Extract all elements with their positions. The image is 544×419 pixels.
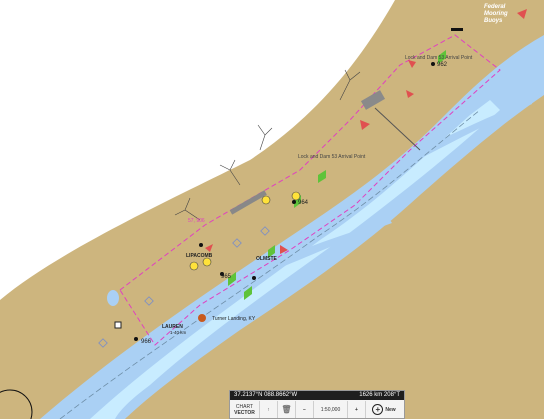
minus-icon[interactable]: − [296,401,314,418]
sand-bar [250,220,392,278]
scale-readout: 1:50,000 [314,401,348,418]
light-lipacomb-label: LIPACOMB [186,253,213,259]
restricted-area-boundary [119,34,501,346]
pink-depth-label: 57, 906 [188,218,205,224]
dam-line [374,107,421,151]
pier-structure [229,190,267,215]
light-lauren-sub-label: 1-40 km [170,330,187,335]
light-lauren-label: LAUREN [162,324,183,330]
mile-966-label: 966 [141,339,152,345]
new-button[interactable]: + New [366,401,402,418]
arrival-point-mid-label: Lock and Dam 53 Arrival Point [298,154,366,160]
buoy-markers [98,9,527,348]
side-channel [398,100,532,168]
river-water [40,35,544,419]
panel-toolbar: CHART VECTOR ↑ 🗑 − 1:50,000 + + New [230,400,404,419]
coords-readout: 37.2137°N 088.8662°W [234,392,298,398]
new-label: New [385,406,396,413]
mode-line-2: VECTOR [234,409,255,416]
up-arrow-icon[interactable]: ↑ [260,401,278,418]
mile-965-label: 965 [221,274,232,280]
turner-landing-label: Turner Landing, KY [212,316,256,322]
mode-line-1: CHART [235,403,254,410]
sailing-line [59,109,481,419]
compass-icon[interactable] [0,389,33,419]
mile-962-label: 962 [437,62,448,68]
plus-icon[interactable]: + [348,401,366,418]
light-olmste-label: OLMSTE [256,256,277,262]
creek-lines [174,69,361,221]
add-circle-icon: + [372,404,384,415]
small-lake [107,290,119,306]
lock-dam-structure [360,90,386,110]
chart-mode-button[interactable]: CHART VECTOR [230,401,260,418]
panel-status-bar: 37.2137°N 088.8662°W 1626 km 208°T [230,391,404,400]
arrival-point-top-label: Lock and Dam 53 Arrival Point [405,55,473,61]
federal-buoys-label-1: Federal [484,4,506,10]
range-readout: 1626 km 208°T [359,392,400,398]
federal-buoys-label-3: Buoys [484,18,503,24]
federal-buoys-label-2: Mooring [484,11,508,17]
trash-icon[interactable]: 🗑 [278,401,296,418]
mile-964-label: 964 [298,200,309,206]
chart-control-panel: 37.2137°N 088.8662°W 1626 km 208°T CHART… [229,390,405,419]
